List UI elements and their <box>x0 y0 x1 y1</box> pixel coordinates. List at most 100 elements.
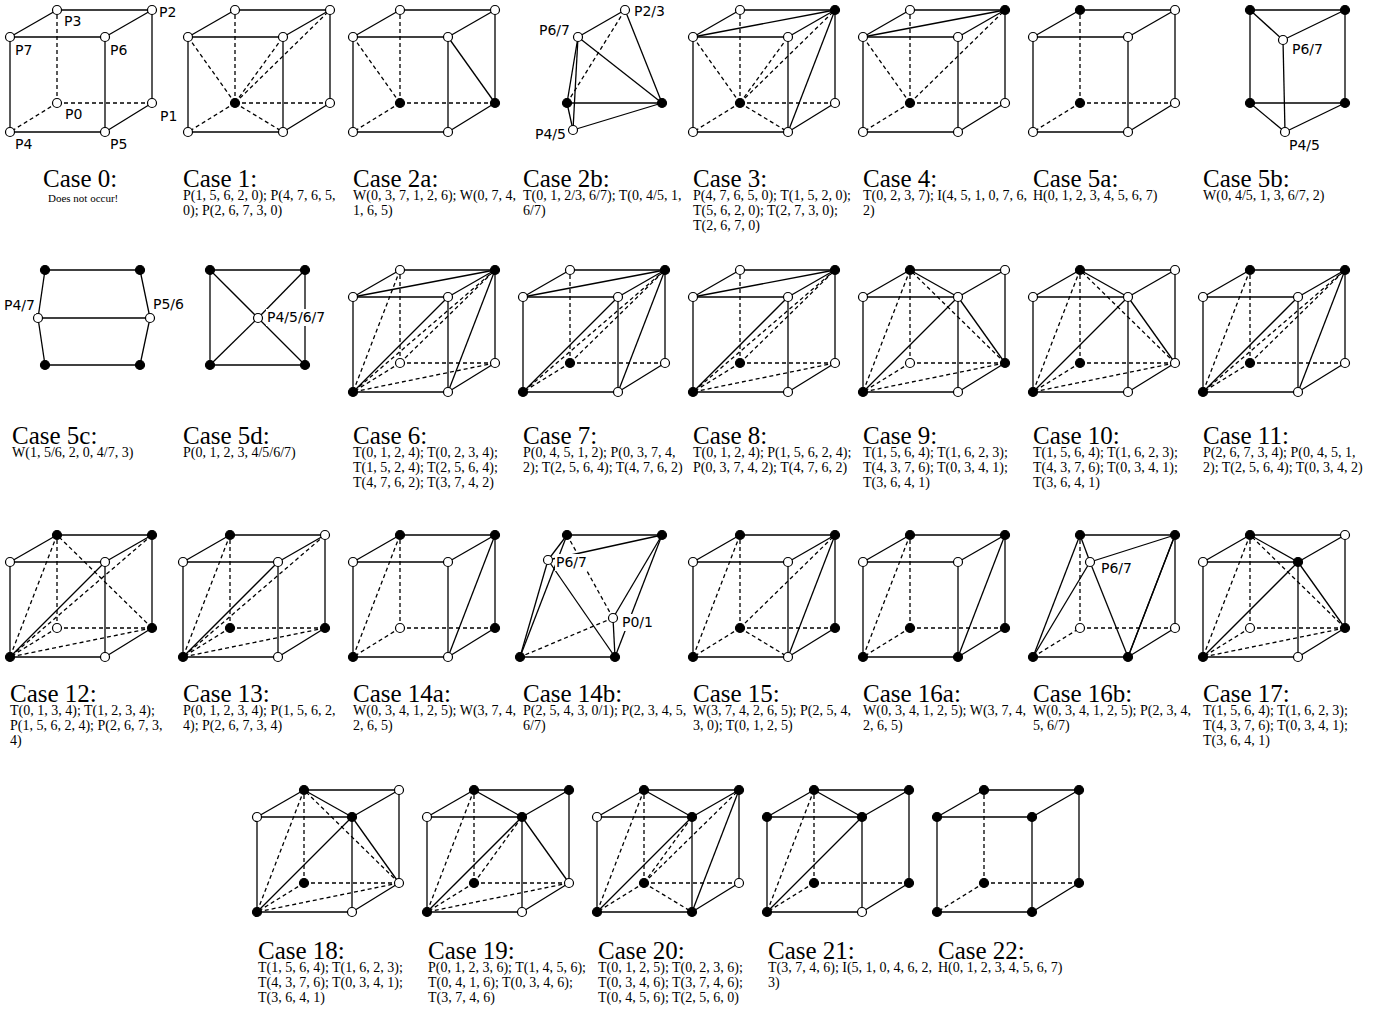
outside-vertex <box>1341 359 1350 368</box>
edge <box>597 790 644 817</box>
inside-vertex <box>905 786 914 795</box>
edge <box>1298 363 1345 392</box>
outside-vertex <box>444 293 453 302</box>
edge <box>834 270 835 363</box>
edge <box>788 628 835 657</box>
outside-vertex <box>689 33 698 42</box>
outside-vertex <box>1001 266 1010 275</box>
outside-vertex <box>1124 388 1133 397</box>
edge <box>1128 103 1175 132</box>
edge <box>521 817 522 912</box>
edge <box>693 36 788 37</box>
case-formula: T(1, 5, 6, 4); T(1, 6, 2, 3); T(4, 3, 7,… <box>1203 703 1368 748</box>
hidden-edge <box>520 618 613 657</box>
inside-vertex <box>1341 6 1350 15</box>
inside-vertex <box>1246 266 1255 275</box>
hidden-edge <box>1249 535 1250 628</box>
edge <box>183 535 230 562</box>
outside-vertex <box>518 908 527 917</box>
outside-vertex <box>253 813 262 822</box>
hidden-edge <box>909 270 910 363</box>
hidden-edge <box>1033 270 1080 392</box>
outside-vertex <box>1086 558 1095 567</box>
edge <box>400 269 495 270</box>
case-formula: W(0, 3, 4, 1, 2, 5); W(3, 7, 4, 2, 6, 5) <box>353 703 518 733</box>
outside-vertex <box>831 99 840 108</box>
outside-vertex <box>859 558 868 567</box>
case-formula: W(1, 5/6, 2, 0, 4/7, 3) <box>12 445 177 460</box>
edge <box>1080 9 1175 10</box>
edge <box>353 296 448 297</box>
edge <box>1250 10 1283 40</box>
edge <box>1033 297 1128 392</box>
edge <box>9 37 10 132</box>
edge <box>523 391 618 392</box>
case-formula: T(0, 2, 3, 7); I(4, 5, 1, 0, 7, 6, 2) <box>863 188 1028 218</box>
outside-vertex <box>784 293 793 302</box>
hidden-edge <box>353 535 400 657</box>
edge <box>522 790 569 817</box>
edge <box>474 790 522 817</box>
inside-vertex <box>206 361 215 370</box>
outside-vertex <box>614 293 623 302</box>
hidden-edge <box>234 10 235 103</box>
edge <box>1283 10 1345 40</box>
inside-vertex <box>1076 266 1085 275</box>
edge <box>10 562 105 657</box>
edge <box>910 270 958 297</box>
outside-vertex <box>395 879 404 888</box>
edge <box>814 790 862 817</box>
inside-vertex <box>831 266 840 275</box>
inside-vertex <box>563 99 572 108</box>
inside-vertex <box>661 266 670 275</box>
vertex-label: P6 <box>109 42 128 59</box>
outside-vertex <box>784 653 793 662</box>
edge <box>256 817 257 912</box>
hidden-edge <box>863 37 910 103</box>
inside-vertex <box>53 531 62 540</box>
edge <box>787 37 788 132</box>
edge <box>1285 103 1345 132</box>
hidden-edge <box>740 37 788 103</box>
hidden-edge <box>1079 535 1080 628</box>
edge <box>597 816 692 817</box>
edge <box>664 270 665 363</box>
case-formula: W(0, 3, 7, 1, 2, 6); W(0, 7, 4, 1, 6, 5) <box>353 188 518 218</box>
outside-vertex <box>444 653 453 662</box>
vertex-label: P5 <box>109 136 128 153</box>
outside-vertex <box>279 128 288 137</box>
edge <box>693 297 788 392</box>
outside-vertex <box>859 33 868 42</box>
edge <box>863 10 1005 37</box>
edge <box>353 561 448 562</box>
hidden-edge <box>523 363 570 392</box>
hidden-edge <box>400 270 495 363</box>
hidden-edge <box>353 270 495 392</box>
edge <box>693 270 835 297</box>
edge <box>474 789 569 790</box>
hidden-edge <box>740 10 835 103</box>
hidden-edge <box>1250 535 1345 628</box>
edge <box>1033 36 1128 37</box>
outside-vertex <box>444 128 453 137</box>
outside-vertex <box>565 879 574 888</box>
hidden-edge <box>570 270 665 363</box>
hidden-edge <box>909 10 910 103</box>
outside-vertex <box>1341 531 1350 540</box>
outside-vertex <box>1294 653 1303 662</box>
case-formula: P(0, 1, 2, 3, 6); T(1, 4, 5, 6); T(0, 4,… <box>428 960 593 1005</box>
edge <box>1250 103 1285 132</box>
inside-vertex <box>906 624 915 633</box>
inside-vertex <box>1199 388 1208 397</box>
edge <box>1128 535 1175 657</box>
case-formula: W(0, 3, 4, 1, 2, 5); W(3, 7, 4, 2, 6, 5) <box>863 703 1028 733</box>
edge <box>693 391 788 392</box>
edge <box>494 10 495 103</box>
case-formula: P(2, 6, 7, 3, 4); P(0, 4, 5, 1, 2); T(2,… <box>1203 445 1368 475</box>
edge <box>427 911 522 912</box>
hidden-edge <box>863 270 910 392</box>
hidden-edge <box>693 103 740 132</box>
edge <box>210 364 305 365</box>
vertex-label: P4/5 <box>1288 137 1321 154</box>
